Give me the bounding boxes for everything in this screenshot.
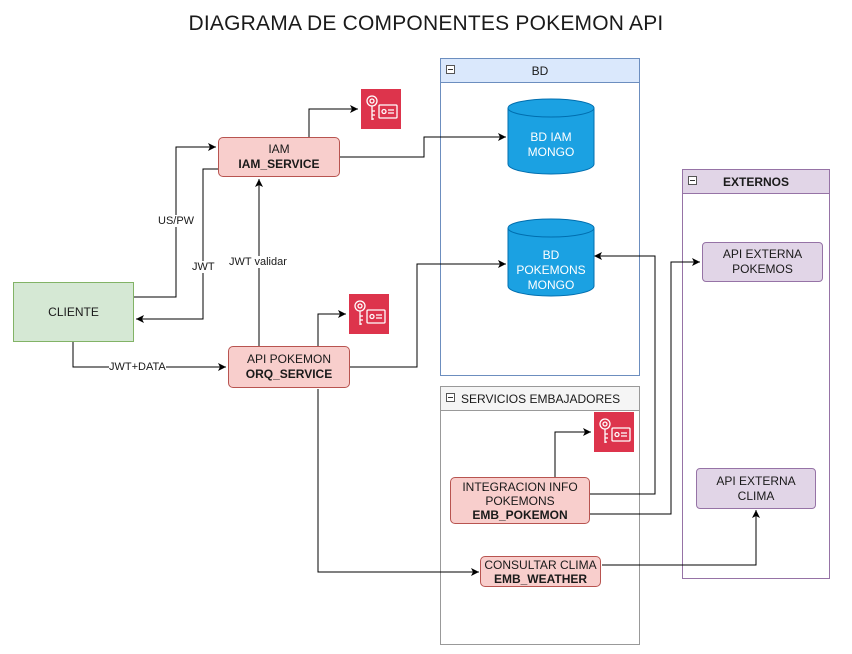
bd-iam-label-1: BD IAM <box>530 130 572 144</box>
bd-iam-label: BD IAM MONGO <box>507 130 595 160</box>
ext-pokemos-label-1: API EXTERNA <box>722 247 803 261</box>
edge-embpokemon-key <box>554 428 591 477</box>
emb-weather-label-2: EMB_WEATHER <box>493 571 588 586</box>
servicios-container-title: SERVICIOS EMBAJADORES <box>461 391 621 406</box>
orq-service-label: ORQ_SERVICE <box>245 367 333 381</box>
emb-pokemon-node[interactable]: INTEGRACION INFO POKEMONS EMB_POKEMON <box>450 477 590 524</box>
edge-iam-key <box>308 105 358 137</box>
externos-container-header[interactable]: EXTERNOS <box>683 170 829 194</box>
cliente-node[interactable]: CLIENTE <box>13 282 134 342</box>
bd-iam-label-2: MONGO <box>527 145 575 159</box>
cliente-label: CLIENTE <box>48 304 99 319</box>
iam-service-node[interactable]: IAM IAM_SERVICE <box>218 137 340 177</box>
bd-container-title: BD <box>531 63 549 78</box>
bd-pokemons-cylinder[interactable] <box>507 218 595 298</box>
servicios-container[interactable]: SERVICIOS EMBAJADORES <box>440 386 640 645</box>
ext-clima-node[interactable]: API EXTERNA CLIMA <box>696 468 816 509</box>
edge-label-jwt-data: JWT+DATA <box>109 361 166 373</box>
edge-orq-embweather <box>317 389 479 576</box>
edge-embweather-extclima <box>602 510 760 566</box>
ext-clima-label-1: API EXTERNA <box>716 473 796 488</box>
emb-pokemon-label-3: EMB_POKEMON <box>472 507 568 522</box>
edge-iam-bdiam <box>340 133 506 158</box>
bd-container[interactable]: BD <box>440 58 640 376</box>
edge-embpokemon-bdpokemons <box>590 252 656 495</box>
emb-pokemon-label-2: POKEMONS <box>485 493 555 508</box>
bd-pokemons-label-3: MONGO <box>527 278 575 292</box>
iam-service-label: IAM_SERVICE <box>238 157 320 171</box>
bd-pokemons-label-2: POKEMONS <box>516 263 586 277</box>
edge-iam-cliente <box>136 168 218 323</box>
edge-orq-key <box>317 310 346 346</box>
emb-weather-label-1: CONSULTAR CLIMA <box>484 557 597 572</box>
externos-container-title: EXTERNOS <box>723 174 790 189</box>
collapse-icon[interactable] <box>446 65 455 74</box>
edge-cliente-orq <box>72 342 226 371</box>
edge-embpokemon-extpokemos <box>590 258 700 515</box>
edge-orq-bdpokemons <box>350 260 506 368</box>
edge-label-jwt-validar: JWT validar <box>229 256 287 268</box>
servicios-container-header[interactable]: SERVICIOS EMBAJADORES <box>441 387 639 411</box>
collapse-icon[interactable] <box>688 176 697 185</box>
bd-pokemons-label: BD POKEMONS MONGO <box>507 248 595 293</box>
bd-container-header[interactable]: BD <box>441 59 639 83</box>
ext-pokemos-label-2: POKEMOS <box>732 262 793 276</box>
ext-clima-label-2: CLIMA <box>737 488 775 503</box>
orq-service-node[interactable]: API POKEMON ORQ_SERVICE <box>228 346 350 388</box>
edge-label-jwt: JWT <box>192 261 215 273</box>
key-icon <box>349 294 389 334</box>
emb-weather-node[interactable]: CONSULTAR CLIMA EMB_WEATHER <box>480 556 601 587</box>
orq-label: API POKEMON <box>246 352 332 366</box>
diagram-title: DIAGRAMA DE COMPONENTES POKEMON API <box>188 12 664 35</box>
key-icon <box>361 89 401 129</box>
key-icon <box>594 412 634 452</box>
ext-pokemos-node[interactable]: API EXTERNA POKEMOS <box>702 242 823 282</box>
iam-label: IAM <box>268 142 290 156</box>
emb-pokemon-label-1: INTEGRACION INFO <box>462 479 578 494</box>
bd-iam-cylinder[interactable] <box>507 98 595 176</box>
externos-container[interactable]: EXTERNOS <box>682 169 830 579</box>
collapse-icon[interactable] <box>446 393 455 402</box>
edge-label-us-pw: US/PW <box>158 215 195 227</box>
bd-pokemons-label-1: BD <box>542 248 560 262</box>
